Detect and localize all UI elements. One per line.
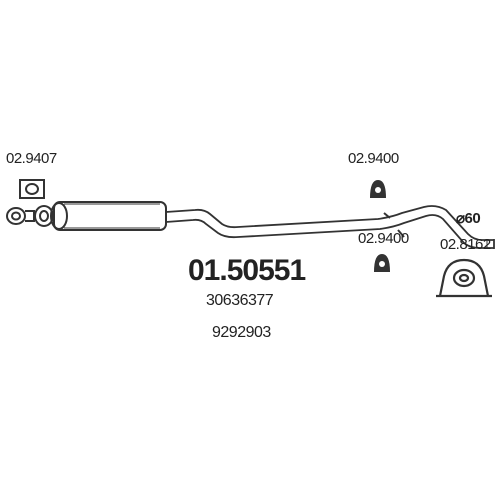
exhaust-pipe [165,205,495,249]
oem-number-2: 9292903 [212,324,271,341]
rubber-hanger-icon [374,254,390,272]
mounting-bracket-icon [436,258,492,298]
oem-number-1: 30636377 [206,292,274,309]
diameter-label: ⌀60 [456,210,481,227]
hanger-bottom-part-number: 02.9400 [358,230,409,247]
hanger-top-part-number: 02.9400 [348,150,399,167]
bracket-part-number: 02.8162 [440,236,491,253]
gasket-part-number: 02.9407 [6,150,57,167]
main-part-number: 01.50551 [188,254,306,287]
muffler-icon [50,201,167,231]
gasket-icon [19,179,45,199]
inlet-flange-icon [6,205,54,227]
rubber-hanger-icon [370,180,386,198]
